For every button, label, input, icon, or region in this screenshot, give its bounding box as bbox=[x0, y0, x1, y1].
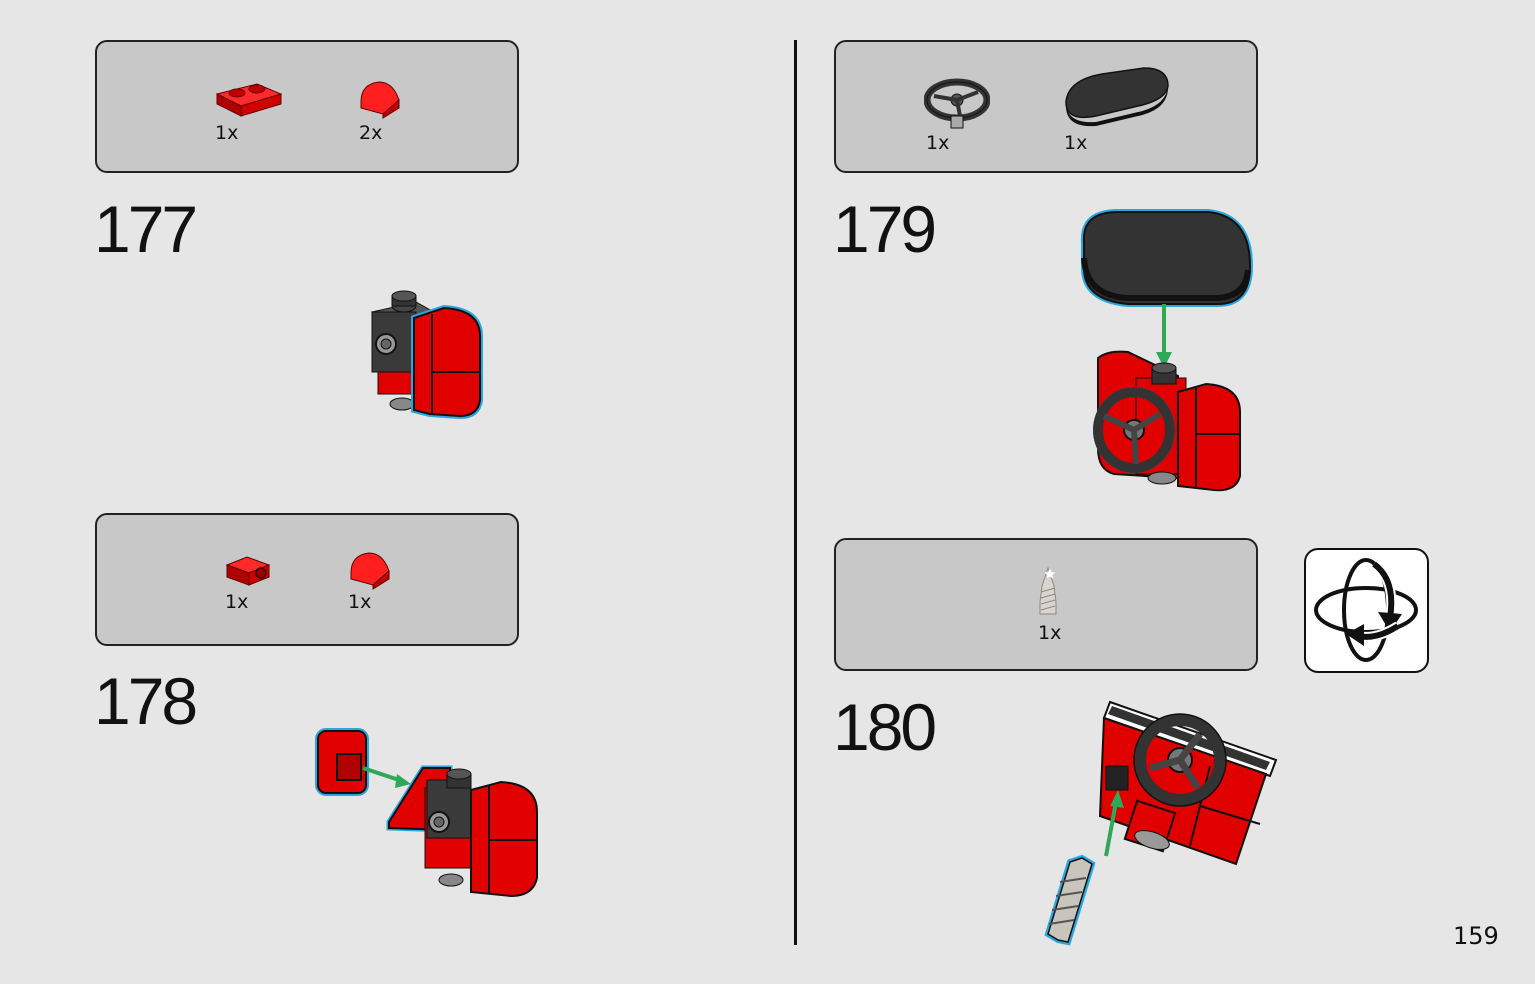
page-number: 159 bbox=[1453, 922, 1499, 950]
red-bracket-icon bbox=[225, 556, 271, 586]
assembly-step-178 bbox=[315, 728, 538, 898]
grey-cone-pin-icon bbox=[1039, 566, 1057, 615]
part-qty: 1x bbox=[215, 122, 239, 144]
step-number: 179 bbox=[833, 192, 937, 266]
part-qty: 1x bbox=[926, 132, 950, 154]
steering-wheel-icon bbox=[924, 78, 990, 129]
parts-list-step-178: 1x 1x bbox=[95, 513, 519, 646]
rotate-model-icon bbox=[1304, 548, 1429, 673]
rotate-arrows-icon bbox=[1314, 558, 1418, 662]
step-number: 180 bbox=[833, 690, 937, 764]
red-curved-slope-icon bbox=[360, 81, 400, 119]
part-qty: 2x bbox=[359, 122, 383, 144]
part-qty: 1x bbox=[1038, 622, 1062, 644]
page-divider bbox=[794, 40, 797, 945]
part-qty: 1x bbox=[1064, 132, 1088, 154]
parts-list-step-179: 1x 1x bbox=[834, 40, 1258, 173]
step-number: 178 bbox=[94, 664, 198, 738]
assembly-step-179 bbox=[1080, 209, 1254, 492]
red-curved-slope-icon bbox=[350, 552, 390, 590]
parts-list-step-177: 1x 2x bbox=[95, 40, 519, 173]
black-round-tile-icon bbox=[1065, 67, 1169, 127]
part-qty: 1x bbox=[348, 591, 372, 613]
part-qty: 1x bbox=[225, 591, 249, 613]
assembly-step-180 bbox=[1044, 700, 1278, 946]
step-number: 177 bbox=[94, 192, 198, 266]
red-plate-icon bbox=[215, 83, 283, 117]
assembly-step-177 bbox=[370, 290, 483, 420]
parts-list-step-180: 1x bbox=[834, 538, 1258, 671]
